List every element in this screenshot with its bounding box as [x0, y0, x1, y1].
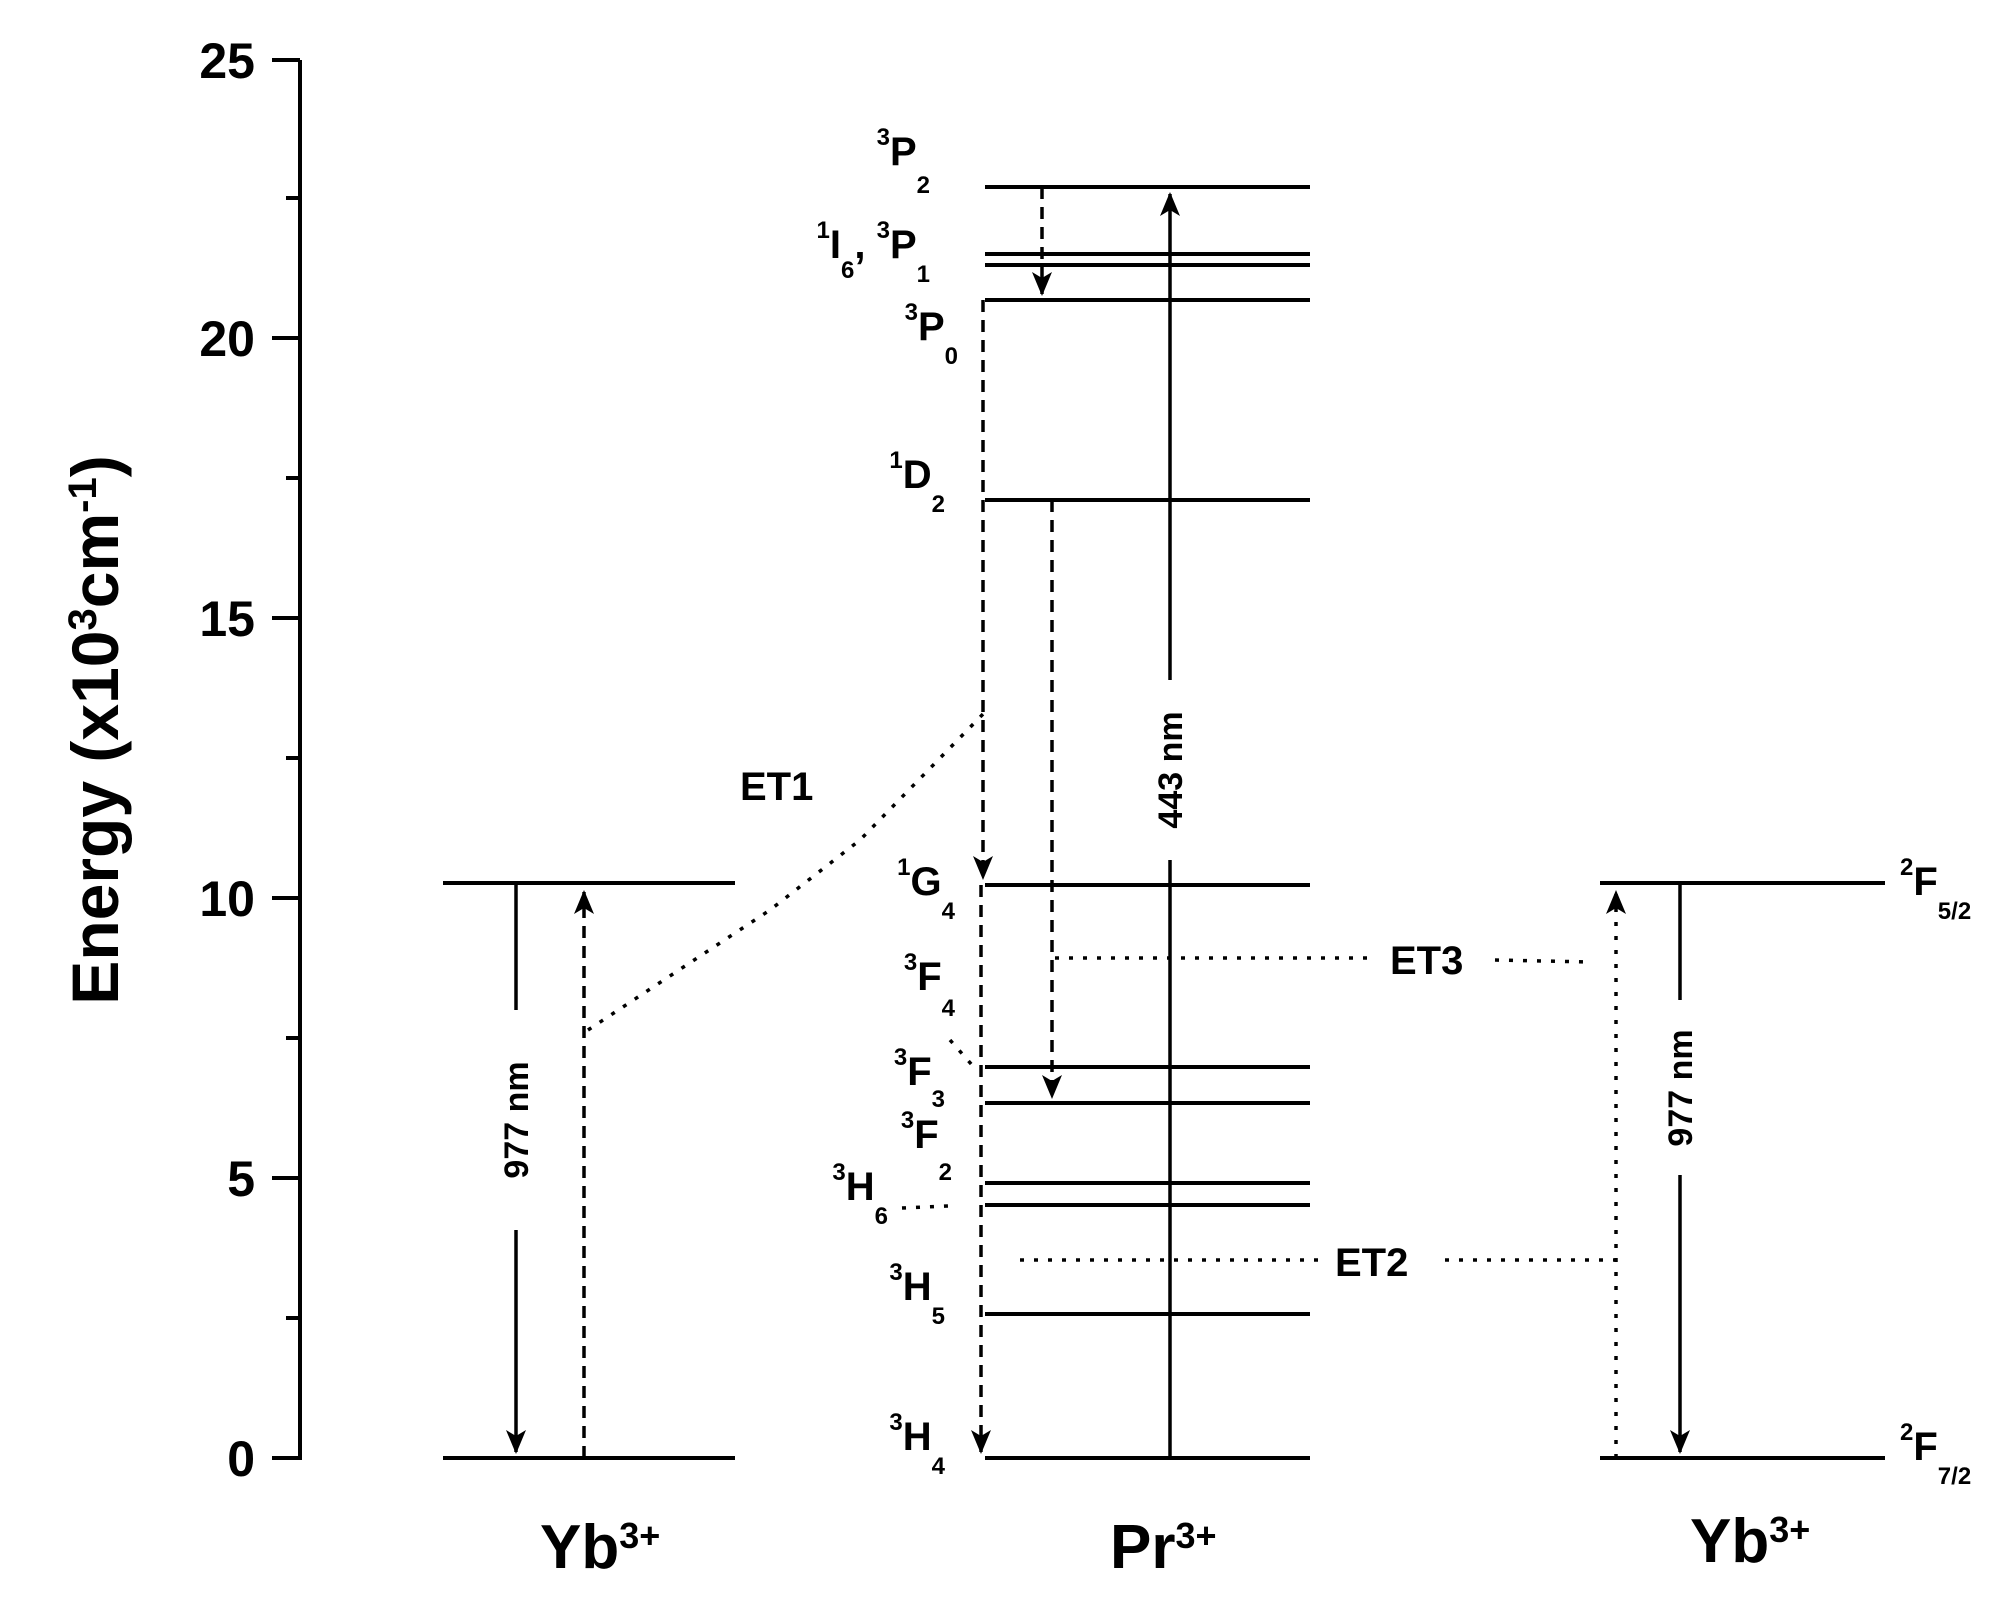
state-label-3F2: 3F2 [901, 1107, 952, 1186]
state-label-3P2: 3P2 [877, 124, 930, 199]
3F4-leader [948, 1038, 974, 1067]
state-label-3F4: 3F4 [904, 949, 956, 1022]
et2-transfer: ET2 [1020, 1241, 1615, 1285]
et3-transfer: ET3 [1055, 939, 1593, 983]
et1-dotted-path [587, 710, 987, 1032]
state-label-2F72: 2F7/2 [1900, 1419, 1971, 1490]
yb-right-levels: 977 nm 2F5/2 2F7/2 Yb3+ [1600, 854, 1971, 1576]
pr-ion-label: Pr3+ [1110, 1513, 1217, 1582]
y-tick-label-5: 5 [227, 1151, 255, 1207]
y-axis: 0 5 10 15 20 25 Energy (x103cm-1) [58, 33, 302, 1487]
state-label-1D2: 1D2 [889, 447, 945, 518]
yb-right-pump-label: 977 nm [1662, 1029, 1700, 1146]
state-label-1I6-3P1: 1I6, 3P1 [817, 217, 930, 288]
yb-right-ion-label: Yb3+ [1690, 1507, 1810, 1576]
et3-dotted-right [1494, 958, 1593, 964]
yb-left-ion-label: Yb3+ [540, 1513, 660, 1582]
y-tick-label-0: 0 [227, 1431, 255, 1487]
et1-label: ET1 [740, 765, 813, 809]
y-tick-label-10: 10 [199, 871, 255, 927]
et2-label: ET2 [1335, 1241, 1408, 1285]
state-label-3P0: 3P0 [905, 299, 958, 370]
yb-left-pump-label: 977 nm [498, 1061, 536, 1178]
y-axis-title: Energy (x103cm-1) [58, 455, 132, 1004]
state-label-3H6: 3H6 [832, 1159, 888, 1230]
et1-transfer: ET1 [587, 710, 987, 1032]
yb-left-levels: 977 nm Yb3+ [443, 881, 735, 1582]
y-tick-label-15: 15 [199, 591, 255, 647]
y-tick-label-25: 25 [199, 33, 255, 89]
y-tick-label-20: 20 [199, 311, 255, 367]
state-label-3H4: 3H4 [889, 1409, 945, 1480]
3H6-leader [901, 1204, 949, 1210]
state-label-2F52: 2F5/2 [1900, 854, 1971, 925]
state-label-3F3: 3F3 [894, 1044, 945, 1113]
state-label-1G4: 1G4 [897, 854, 955, 925]
state-label-3H5: 3H5 [889, 1259, 945, 1330]
pr-excitation-label: 443 nm [1152, 711, 1190, 828]
et3-label: ET3 [1390, 939, 1463, 983]
pr-levels: 443 nm 3P2 1I6, 3P1 3P0 1D2 1G4 3F4 3F3 … [817, 124, 1310, 1582]
